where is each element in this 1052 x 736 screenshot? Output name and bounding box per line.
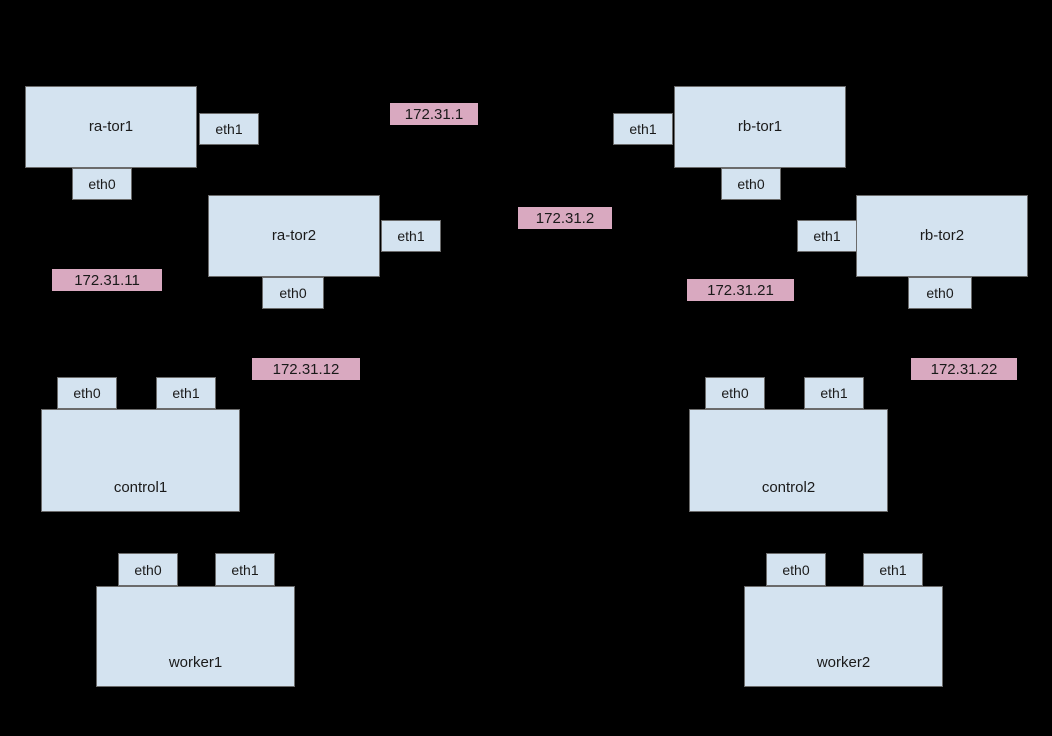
interface-label: eth1 [172, 385, 200, 401]
interface-label: eth1 [397, 228, 425, 244]
node-ra-tor2[interactable]: ra-tor2 [208, 195, 380, 277]
interface-ra-tor2-eth0[interactable]: eth0 [262, 277, 324, 309]
interface-rb-tor2-eth0[interactable]: eth0 [908, 277, 972, 309]
subnet-label-text: 172.31.12 [272, 360, 340, 378]
subnet-label-text: 172.31.2 [535, 209, 595, 227]
node-control1[interactable]: control1 [41, 409, 240, 512]
interface-worker2-eth1[interactable]: eth1 [863, 553, 923, 586]
interface-label: eth0 [737, 176, 765, 192]
subnet-label-text: 172.31.21 [707, 281, 774, 299]
interface-label: eth0 [134, 561, 162, 578]
interface-rb-tor1-eth1[interactable]: eth1 [613, 113, 673, 145]
interface-ra-tor2-eth1[interactable]: eth1 [381, 220, 441, 252]
interface-label: eth1 [820, 385, 848, 401]
node-label: ra-tor1 [88, 118, 134, 135]
subnet-label-172-31-21[interactable]: 172.31.21 [687, 279, 794, 301]
subnet-label-172-31-1[interactable]: 172.31.1 [390, 103, 478, 125]
interface-label: eth0 [721, 385, 749, 401]
subnet-label-172-31-11[interactable]: 172.31.11 [52, 269, 162, 291]
interface-label: eth0 [279, 285, 307, 301]
interface-label: eth0 [782, 561, 810, 578]
node-rb-tor1[interactable]: rb-tor1 [674, 86, 846, 168]
subnet-label-172-31-2[interactable]: 172.31.2 [518, 207, 612, 229]
node-ra-tor1[interactable]: ra-tor1 [25, 86, 197, 168]
subnet-label-text: 172.31.22 [930, 360, 998, 378]
interface-control2-eth1[interactable]: eth1 [804, 377, 864, 409]
node-label: control2 [761, 479, 816, 496]
node-worker2[interactable]: worker2 [744, 586, 943, 687]
subnet-label-text: 172.31.1 [404, 105, 464, 123]
interface-control1-eth1[interactable]: eth1 [156, 377, 216, 409]
node-label: control1 [113, 479, 168, 496]
interface-label: eth1 [215, 121, 243, 137]
node-label: rb-tor2 [919, 227, 965, 244]
interface-ra-tor1-eth1[interactable]: eth1 [199, 113, 259, 145]
interface-worker1-eth1[interactable]: eth1 [215, 553, 275, 586]
interface-label: eth0 [73, 385, 101, 401]
subnet-label-172-31-22[interactable]: 172.31.22 [911, 358, 1017, 380]
node-control2[interactable]: control2 [689, 409, 888, 512]
subnet-label-text: 172.31.11 [74, 271, 140, 289]
interface-label: eth1 [813, 228, 841, 244]
subnet-label-172-31-12[interactable]: 172.31.12 [252, 358, 360, 380]
interface-worker1-eth0[interactable]: eth0 [118, 553, 178, 586]
node-label: worker2 [816, 654, 871, 671]
node-worker1[interactable]: worker1 [96, 586, 295, 687]
node-rb-tor2[interactable]: rb-tor2 [856, 195, 1028, 277]
interface-label: eth1 [629, 121, 657, 137]
interface-worker2-eth0[interactable]: eth0 [766, 553, 826, 586]
interface-control1-eth0[interactable]: eth0 [57, 377, 117, 409]
interface-label: eth0 [88, 176, 116, 192]
interface-rb-tor2-eth1[interactable]: eth1 [797, 220, 857, 252]
node-label: ra-tor2 [271, 227, 317, 244]
interface-rb-tor1-eth0[interactable]: eth0 [721, 168, 781, 200]
node-label: worker1 [168, 654, 223, 671]
interface-label: eth1 [879, 561, 907, 578]
node-label: rb-tor1 [737, 118, 783, 135]
interface-ra-tor1-eth0[interactable]: eth0 [72, 168, 132, 200]
interface-control2-eth0[interactable]: eth0 [705, 377, 765, 409]
interface-label: eth0 [926, 285, 954, 301]
interface-label: eth1 [231, 561, 259, 578]
